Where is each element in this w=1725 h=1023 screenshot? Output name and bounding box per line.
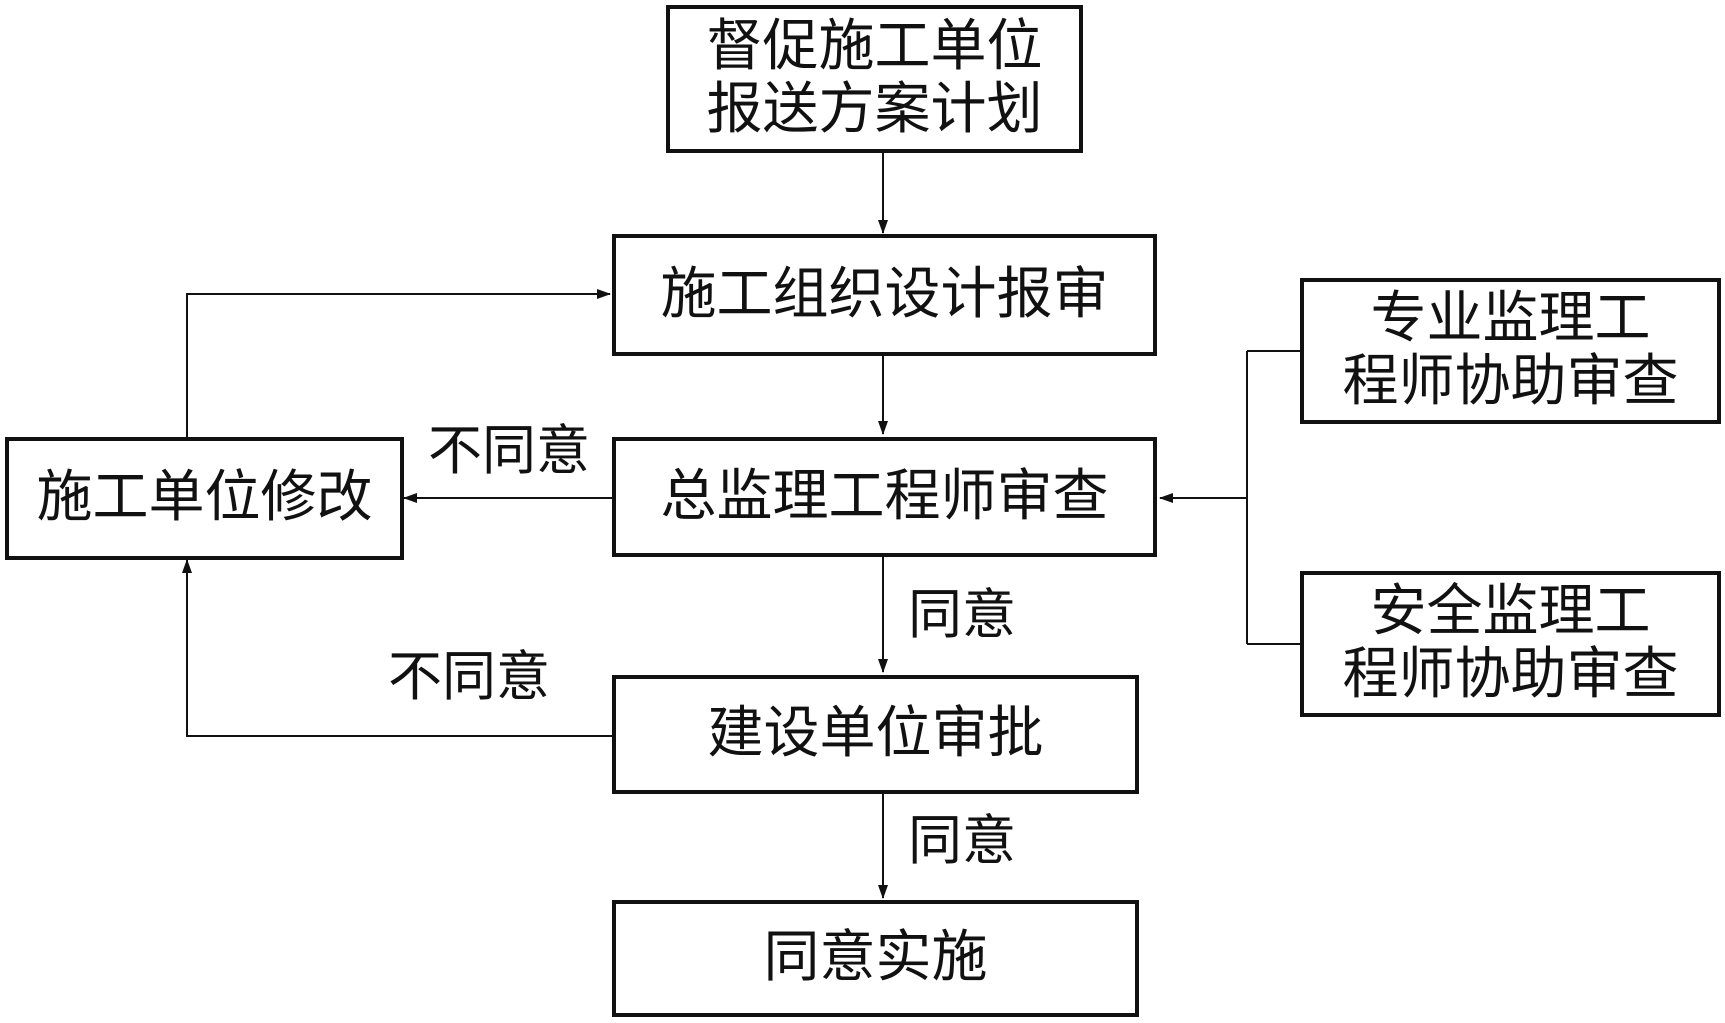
node-implement-line-1: 同意实施 <box>763 925 988 991</box>
node-owner-approve-line-1: 建设单位审批 <box>707 701 1044 767</box>
node-submit-line-1: 施工组织设计报审 <box>660 261 1109 327</box>
node-construction-design-submission: 施工组织设计报审 <box>612 234 1157 356</box>
node-safety-line-2: 程师协助审查 <box>1342 642 1679 707</box>
label-reject-owner: 不同意 <box>388 645 550 708</box>
node-chief-engineer-review: 总监理工程师审查 <box>612 437 1157 557</box>
node-urge-line-1: 督促施工单位 <box>706 14 1043 80</box>
node-approve-implement: 同意实施 <box>612 900 1139 1017</box>
label-reject-chief: 不同意 <box>428 419 590 482</box>
label-agree-owner: 同意 <box>908 809 1016 872</box>
arrow-owner-approve-to-revise <box>182 559 612 737</box>
node-contractor-revise: 施工单位修改 <box>5 437 404 560</box>
node-safety-assist: 安全监理工 程师协助审查 <box>1300 571 1721 717</box>
node-specialist-line-1: 专业监理工 <box>1370 286 1651 352</box>
node-urge-line-2: 报送方案计划 <box>706 77 1043 142</box>
node-specialist-assist: 专业监理工 程师协助审查 <box>1300 278 1721 424</box>
node-revise-line-1: 施工单位修改 <box>36 465 373 531</box>
label-agree-chief: 同意 <box>908 583 1016 646</box>
node-safety-line-1: 安全监理工 <box>1370 579 1651 645</box>
node-chief-review-line-1: 总监理工程师审查 <box>660 463 1109 529</box>
arrow-revise-to-submit <box>186 289 611 437</box>
node-specialist-line-2: 程师协助审查 <box>1342 349 1679 414</box>
node-owner-approval: 建设单位审批 <box>612 675 1139 794</box>
node-urge-submit-plan: 督促施工单位 报送方案计划 <box>666 5 1083 153</box>
